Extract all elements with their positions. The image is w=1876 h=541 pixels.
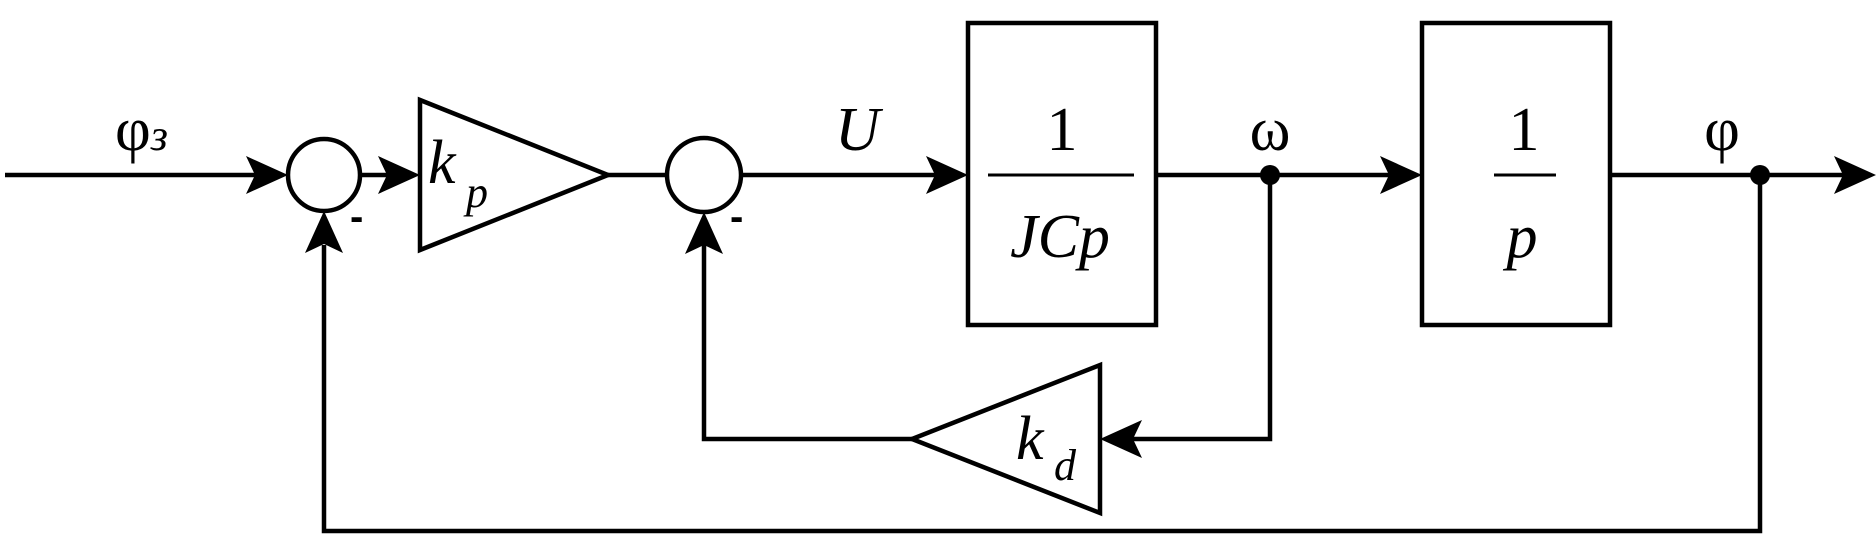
kd-gain-block <box>905 361 1103 517</box>
integrator-denominator: p <box>1503 203 1538 271</box>
svg-text:p: p <box>463 168 488 217</box>
sum2-minus-sign: - <box>730 195 743 239</box>
arrow-into-sum1-feedback <box>305 211 343 253</box>
angle-feedback-wire <box>321 175 1763 534</box>
svg-text:d: d <box>1054 441 1077 490</box>
reference-signal-label: φз <box>115 96 168 164</box>
control-signal-label: U <box>835 96 884 164</box>
arrow-into-kp <box>378 156 420 194</box>
sum1-minus-sign: - <box>350 195 363 239</box>
arrow-into-integrator <box>1380 156 1422 194</box>
svg-text:φз: φз <box>115 96 168 164</box>
integrator-numerator: 1 <box>1509 96 1540 164</box>
arrow-into-sum1 <box>246 156 288 194</box>
kd-feedback-wire <box>701 245 912 442</box>
speed-signal-label: ω <box>1250 96 1291 164</box>
output-arrow <box>1834 156 1876 194</box>
angle-signal-label: φ <box>1704 96 1740 164</box>
kp-gain-label: k p <box>428 129 488 217</box>
arrow-into-kd <box>1100 420 1142 458</box>
kd-gain-label: k d <box>1016 405 1077 490</box>
arrow-into-plant <box>926 156 968 194</box>
speed-feedback-wire <box>1130 175 1273 442</box>
arrow-into-sum2 <box>685 212 723 254</box>
svg-text:k: k <box>428 129 457 197</box>
plant-numerator: 1 <box>1047 96 1078 164</box>
svg-text:k: k <box>1016 405 1045 473</box>
kp-gain-block <box>417 96 615 254</box>
plant-denominator: JCp <box>1010 203 1110 271</box>
